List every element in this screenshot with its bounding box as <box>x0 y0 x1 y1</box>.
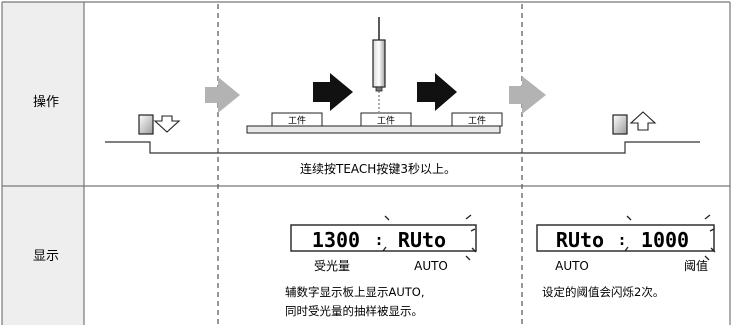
button-release-icon <box>612 114 628 135</box>
button-timing-line <box>105 141 700 154</box>
workpiece <box>360 112 412 127</box>
operation-caption: 连续按TEACH按键3秒以上。 <box>300 161 456 176</box>
arrow-up-icon <box>629 111 657 131</box>
label-column-operation <box>2 2 84 186</box>
workpiece-label: 工件 <box>377 115 395 127</box>
main-display-value: RUto <box>556 228 604 252</box>
left-label: 受光量 <box>314 259 350 273</box>
right-label: 阈值 <box>684 258 708 273</box>
display-note-line-2: 同时受光量的抽样被显示。 <box>285 304 423 318</box>
blink-marks <box>382 214 477 261</box>
workpiece <box>451 112 503 127</box>
blink-marks <box>624 214 716 261</box>
display-note-line-1: 设定的阈值会闪烁2次。 <box>542 285 664 299</box>
sub-display-value: 1000 <box>641 228 689 252</box>
display-panel-left <box>290 224 477 252</box>
right-label: AUTO <box>414 259 448 273</box>
row-label-display: 显示 <box>33 249 59 264</box>
motion-arrow-icon <box>313 73 353 111</box>
workpiece-label: 工件 <box>288 115 306 127</box>
process-arrow-icon <box>205 77 240 113</box>
display-note-line-1: 辅数字显示板上显示AUTO, <box>285 285 425 299</box>
sub-display-value: RUto <box>398 228 446 252</box>
process-arrow-icon <box>509 76 546 114</box>
arrow-down-icon <box>153 115 181 133</box>
sensor-tip <box>375 86 383 92</box>
button-press-icon <box>138 114 154 135</box>
display-separator: : <box>617 231 626 249</box>
main-display-value: 1300 <box>312 228 360 252</box>
left-label: AUTO <box>555 259 589 273</box>
motion-arrow-icon <box>417 73 457 111</box>
workpiece <box>271 112 323 127</box>
conveyor-plate <box>246 125 501 134</box>
sensor-icon <box>372 39 386 88</box>
display-separator: : <box>374 231 383 249</box>
label-column-display <box>2 186 84 325</box>
workpiece-label: 工件 <box>468 115 486 127</box>
row-label-operation: 操作 <box>33 94 59 110</box>
